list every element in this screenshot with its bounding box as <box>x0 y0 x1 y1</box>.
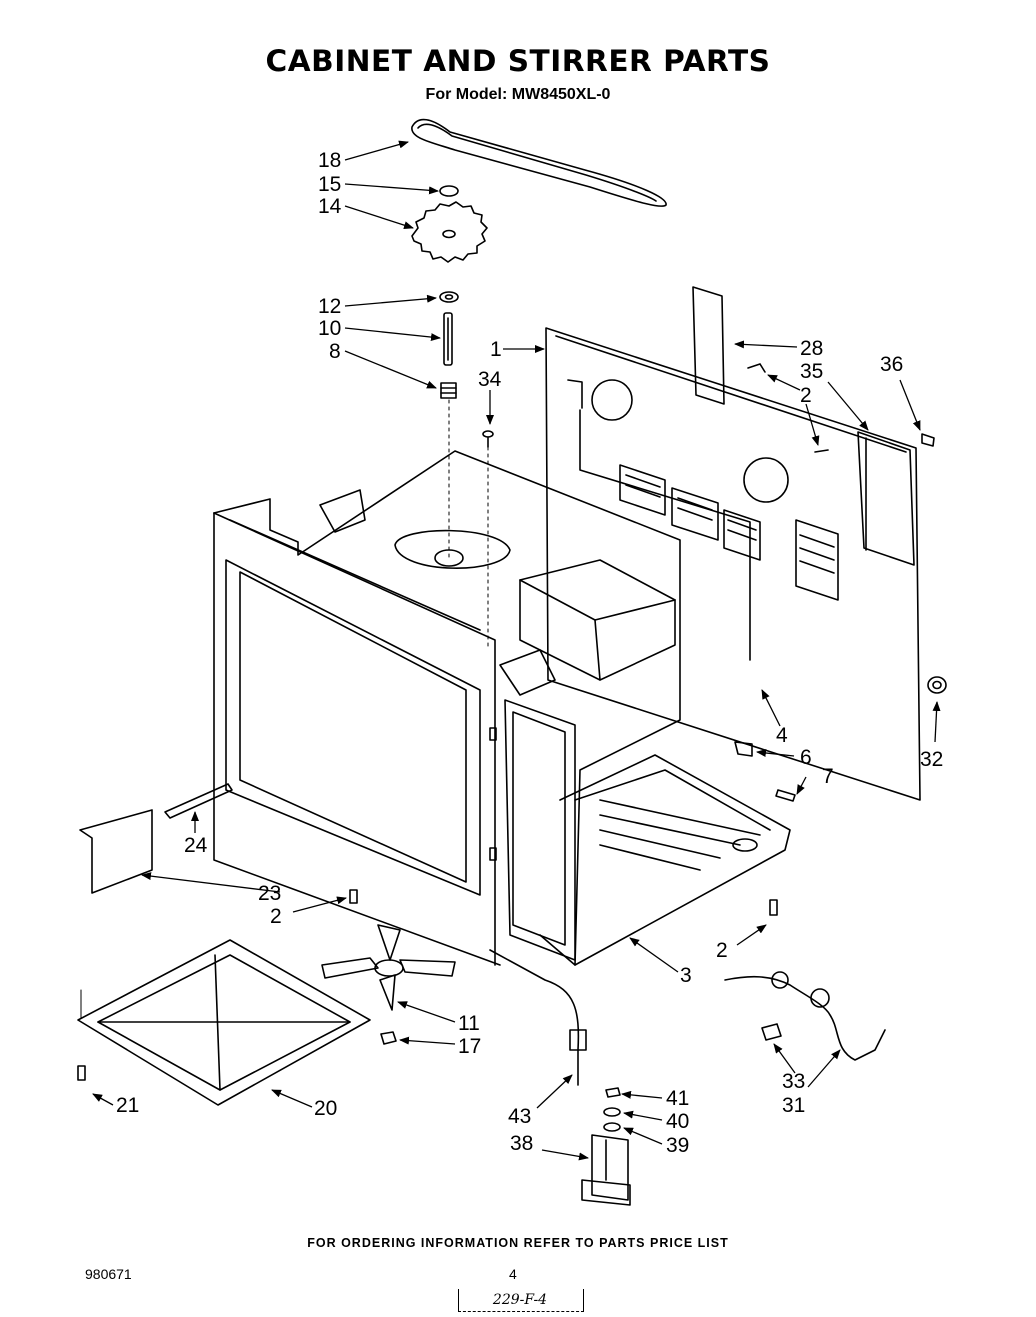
stirrer-shaft <box>443 312 453 366</box>
callout-36: 36 <box>880 353 903 376</box>
callout-23: 23 <box>258 882 281 905</box>
side-panel-23 <box>79 809 153 894</box>
hinge-bracket-24 <box>164 783 233 819</box>
callout-2-left: 2 <box>270 905 282 928</box>
callout-18: 18 <box>318 149 341 172</box>
thermostat-assembly <box>581 1087 631 1206</box>
cabinet-wrapper <box>213 450 681 966</box>
callout-3: 3 <box>680 964 692 987</box>
screw-2-top <box>747 363 829 453</box>
callout-39: 39 <box>666 1134 689 1157</box>
callout-38: 38 <box>510 1132 533 1155</box>
model-subtitle: For Model: MW8450XL-0 <box>425 86 611 103</box>
switch-6 <box>734 741 753 757</box>
callout-2-right: 2 <box>716 939 728 962</box>
callout-34: 34 <box>478 368 502 391</box>
callout-14: 14 <box>318 195 342 218</box>
nut-17 <box>380 1031 397 1045</box>
callout-10: 10 <box>318 317 341 340</box>
front-frame <box>225 559 481 896</box>
callout-32: 32 <box>920 748 943 771</box>
callout-21: 21 <box>116 1094 139 1117</box>
bottom-plate <box>77 939 371 1106</box>
nut-32 <box>927 676 947 694</box>
stirrer-pulley <box>411 201 488 263</box>
washer-12 <box>439 291 459 303</box>
stamp-code: 229-F-4 <box>492 1292 548 1308</box>
callout-4: 4 <box>776 724 788 747</box>
callout-31: 31 <box>782 1094 805 1117</box>
cover-plate-28 <box>692 286 725 405</box>
callout-40: 40 <box>666 1110 689 1133</box>
probe-wire <box>489 949 587 1086</box>
screw-2-right <box>769 899 778 916</box>
rear-panel <box>545 327 921 801</box>
callout-41: 41 <box>666 1087 689 1110</box>
callout-7: 7 <box>822 765 834 788</box>
washer-15 <box>439 185 459 197</box>
callout-43: 43 <box>508 1105 531 1128</box>
base-tray <box>559 754 791 966</box>
callout-17: 17 <box>458 1035 481 1058</box>
callout-33: 33 <box>782 1070 805 1093</box>
callout-6: 6 <box>800 746 812 769</box>
screw-21 <box>77 1065 86 1081</box>
screw-2-left <box>349 889 358 904</box>
callout-20: 20 <box>314 1097 337 1120</box>
callout-15: 15 <box>318 173 341 196</box>
bearing-8 <box>440 382 457 399</box>
page-title: CABINET AND STIRRER PARTS <box>265 44 771 78</box>
callout-2-top: 2 <box>800 384 812 407</box>
screw-36 <box>921 433 935 447</box>
bracket-36 <box>857 431 915 566</box>
leader-lines <box>92 140 941 1161</box>
cord-clamp-33 <box>761 1023 782 1041</box>
control-panel-bracket <box>489 699 576 961</box>
transformer <box>519 559 676 681</box>
power-cord <box>724 971 886 1061</box>
callout-8: 8 <box>329 340 341 363</box>
callout-11: 11 <box>458 1012 480 1035</box>
drive-belt <box>411 118 667 207</box>
page-number: 4 <box>509 1266 517 1282</box>
stirrer-blade <box>321 924 456 1011</box>
callout-labels: 18 15 14 12 10 8 1 34 28 35 36 2 4 6 7 3… <box>116 149 943 1157</box>
document-number: 980671 <box>85 1266 132 1282</box>
callout-28: 28 <box>800 337 823 360</box>
ordering-info-footer: FOR ORDERING INFORMATION REFER TO PARTS … <box>307 1236 729 1250</box>
screw-7 <box>775 789 796 802</box>
callout-35: 35 <box>800 360 823 383</box>
screw-34 <box>482 430 494 448</box>
callout-24: 24 <box>184 834 208 857</box>
stamp-box <box>458 1289 584 1312</box>
fan-grille <box>499 649 556 696</box>
callout-12: 12 <box>318 295 341 318</box>
callout-1: 1 <box>490 338 502 361</box>
